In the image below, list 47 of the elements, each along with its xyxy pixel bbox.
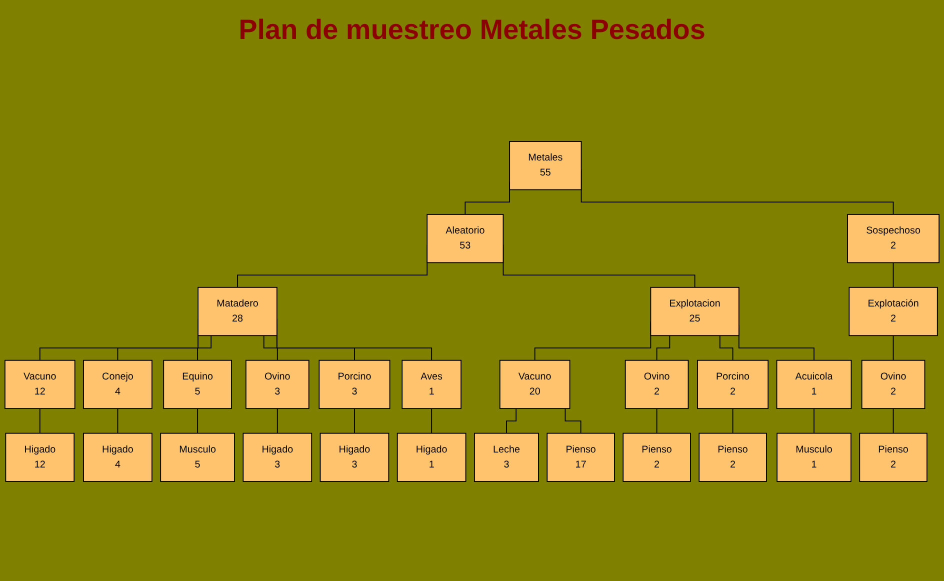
connector (656, 408, 658, 434)
connector (197, 408, 198, 434)
node-box: Pienso 2 (622, 432, 691, 482)
node-box: Ovino 2 (861, 360, 926, 410)
node-box: Higado 3 (320, 432, 390, 482)
connector (39, 408, 40, 434)
connector (892, 262, 894, 288)
node-box: Explotación 2 (848, 286, 938, 336)
node-box: Explotacion 25 (650, 286, 740, 336)
connector (656, 335, 670, 361)
node-box: Leche 3 (474, 432, 539, 482)
node-box: Aves 1 (402, 360, 462, 410)
connector (197, 335, 212, 361)
node-box: Ovino 3 (245, 360, 310, 410)
node-box: Higado 4 (83, 432, 152, 482)
connector (719, 335, 734, 361)
node-box: Higado 12 (5, 432, 75, 482)
node-box: Higado 1 (396, 432, 466, 482)
node-box: Equino 5 (163, 360, 232, 410)
node-box: Musculo 1 (776, 432, 852, 482)
connector (354, 408, 355, 434)
connector (892, 335, 894, 361)
connector (276, 408, 278, 434)
node-box: Vacuno 20 (499, 360, 570, 410)
connector (564, 408, 582, 434)
node-box: Ovino 2 (624, 360, 689, 410)
node-box: Sospechoso 2 (847, 214, 940, 264)
node-box: Conejo 4 (83, 360, 152, 410)
node-box: Aleatorio 53 (426, 214, 504, 264)
node-box: Matadero 28 (198, 286, 278, 336)
connector (732, 408, 734, 434)
node-box: Musculo 5 (160, 432, 235, 482)
node-box: Acuicola 1 (776, 360, 852, 410)
node-box: Higado 3 (242, 432, 312, 482)
node-box: Pienso 2 (698, 432, 767, 482)
connector (117, 408, 118, 434)
node-box: Porcino 3 (318, 360, 390, 410)
connector (506, 408, 517, 434)
connector (431, 408, 432, 434)
node-box: Pienso 2 (859, 432, 928, 482)
node-box: Metales 55 (509, 141, 582, 190)
connector (263, 335, 278, 361)
connector (892, 408, 894, 434)
node-box: Pienso 17 (546, 432, 615, 482)
diagram-title: Plan de muestreo Metales Pesados (238, 13, 706, 47)
node-box: Vacuno 12 (4, 360, 76, 410)
node-box: Porcino 2 (697, 360, 769, 410)
